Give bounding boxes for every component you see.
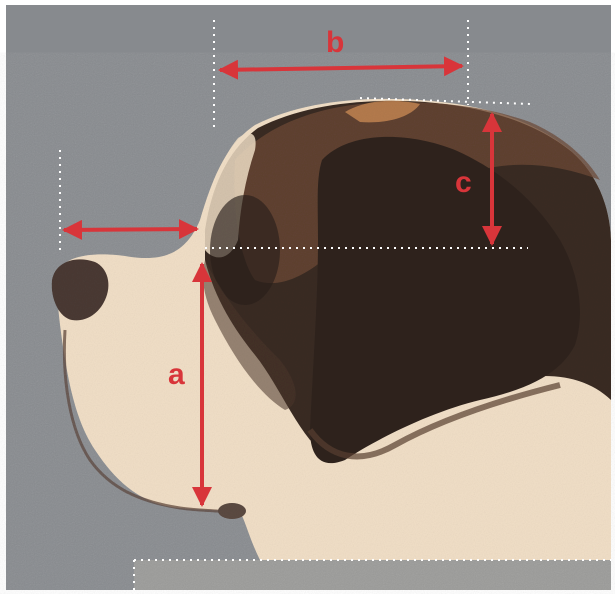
label-c: c [455, 166, 472, 199]
dog-jowl-tip [218, 503, 246, 519]
bottom-strip [134, 560, 611, 590]
label-a: a [168, 358, 185, 391]
label-b: b [326, 26, 344, 59]
arrow-muzzle-length [64, 229, 197, 230]
